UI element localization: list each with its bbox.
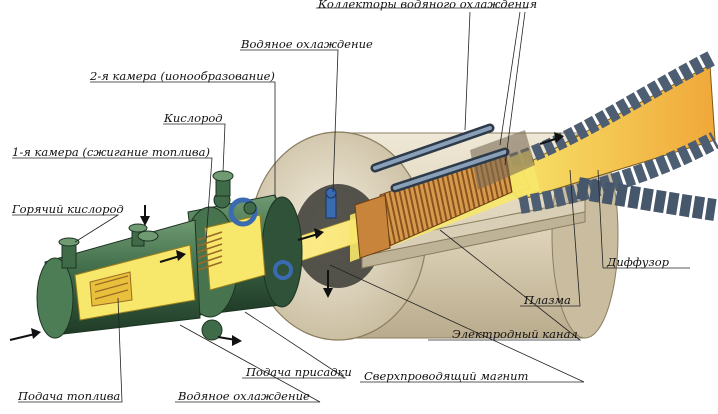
label-collectors: Коллекторы водяного охлаждения xyxy=(318,0,538,11)
label-hot-oxygen: Горячий кислород xyxy=(12,202,124,216)
first-chamber xyxy=(36,219,201,339)
flow-arrows xyxy=(9,132,564,346)
magnet-base-plates xyxy=(361,199,586,269)
label-plasma: Плазма xyxy=(524,293,571,307)
second-chamber xyxy=(181,191,303,341)
label-water-cooling-bottom: Водяное охлаждение xyxy=(178,389,310,403)
label-diffuser: Диффузор xyxy=(607,255,669,269)
label-chamber1: 1-я камера (сжигание топлива) xyxy=(12,145,210,159)
label-chamber2: 2-я камера (ионообразование) xyxy=(90,69,275,83)
leader-lines xyxy=(12,7,690,403)
label-oxygen: Кислород xyxy=(164,111,223,125)
water-cooling-fitting xyxy=(325,187,337,219)
label-superconducting-magnet: Сверхпроводящий магнит xyxy=(364,369,529,383)
oxygen-nozzle xyxy=(212,170,257,215)
label-fuel-supply: Подача топлива xyxy=(18,389,121,403)
label-additive-supply: Подача присадки xyxy=(246,365,352,379)
label-electrode-channel: Электродный канал xyxy=(452,327,578,341)
cooling-collectors xyxy=(370,123,510,193)
label-water-cooling-top: Водяное охлаждение xyxy=(241,37,373,51)
